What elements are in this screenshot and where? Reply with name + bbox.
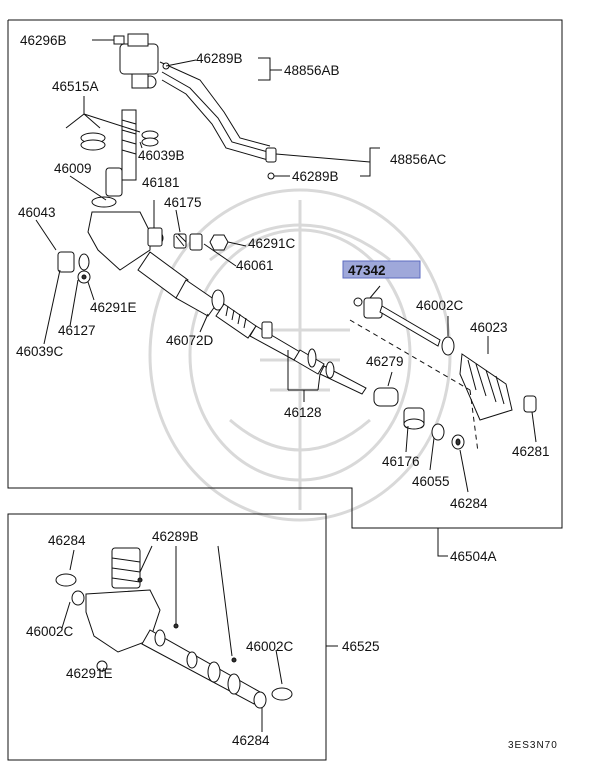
part-label-46284[interactable]: 46284: [48, 533, 86, 548]
part-label-46128[interactable]: 46128: [284, 405, 322, 420]
part-label-46281[interactable]: 46281: [512, 444, 550, 459]
lower-housing-drawing: [55, 547, 293, 709]
part-label-48856AC[interactable]: 48856AC: [390, 152, 447, 167]
part-label-46291C[interactable]: 46291C: [248, 236, 296, 251]
part-label-47342[interactable]: 47342: [348, 263, 386, 278]
part-label-46279[interactable]: 46279: [366, 354, 404, 369]
part-label-46289B[interactable]: 46289B: [196, 51, 243, 66]
part-label-46284[interactable]: 46284: [450, 496, 488, 511]
part-label-46291E[interactable]: 46291E: [66, 666, 113, 681]
part-label-46291E[interactable]: 46291E: [90, 300, 137, 315]
figure-code: 3ES3N70: [508, 740, 558, 751]
upper-assembly-frame: [7, 19, 563, 529]
part-label-46039C[interactable]: 46039C: [16, 344, 64, 359]
gear-housing-drawing: [57, 33, 537, 453]
part-label-46289B[interactable]: 46289B: [152, 529, 199, 544]
part-label-46515A[interactable]: 46515A: [52, 79, 99, 94]
part-label-46127[interactable]: 46127: [58, 323, 96, 338]
part-label-46055[interactable]: 46055: [412, 474, 450, 489]
part-label-46039B[interactable]: 46039B: [138, 148, 185, 163]
part-label-46072D[interactable]: 46072D: [166, 333, 214, 348]
part-label-46002C[interactable]: 46002C: [246, 639, 294, 654]
part-label-46296B[interactable]: 46296B: [20, 33, 67, 48]
part-label-46043[interactable]: 46043: [18, 205, 56, 220]
lower-assembly-frame: [7, 513, 327, 761]
part-label-46002C[interactable]: 46002C: [416, 298, 464, 313]
part-label-46061[interactable]: 46061: [236, 258, 274, 273]
part-label-46525[interactable]: 46525: [342, 639, 380, 654]
part-label-46023[interactable]: 46023: [470, 320, 508, 335]
part-label-46181[interactable]: 46181: [142, 175, 180, 190]
highlighted-part-box: [342, 260, 421, 279]
part-label-46289B[interactable]: 46289B: [292, 169, 339, 184]
part-label-46176[interactable]: 46176: [382, 454, 420, 469]
part-label-48856AB[interactable]: 48856AB: [284, 63, 340, 78]
part-label-46284[interactable]: 46284: [232, 733, 270, 748]
part-label-46504A[interactable]: 46504A: [450, 549, 497, 564]
part-label-46002C[interactable]: 46002C: [26, 624, 74, 639]
leader-lines: [35, 39, 537, 732]
part-label-46009[interactable]: 46009: [54, 161, 92, 176]
part-label-46175[interactable]: 46175: [164, 195, 202, 210]
